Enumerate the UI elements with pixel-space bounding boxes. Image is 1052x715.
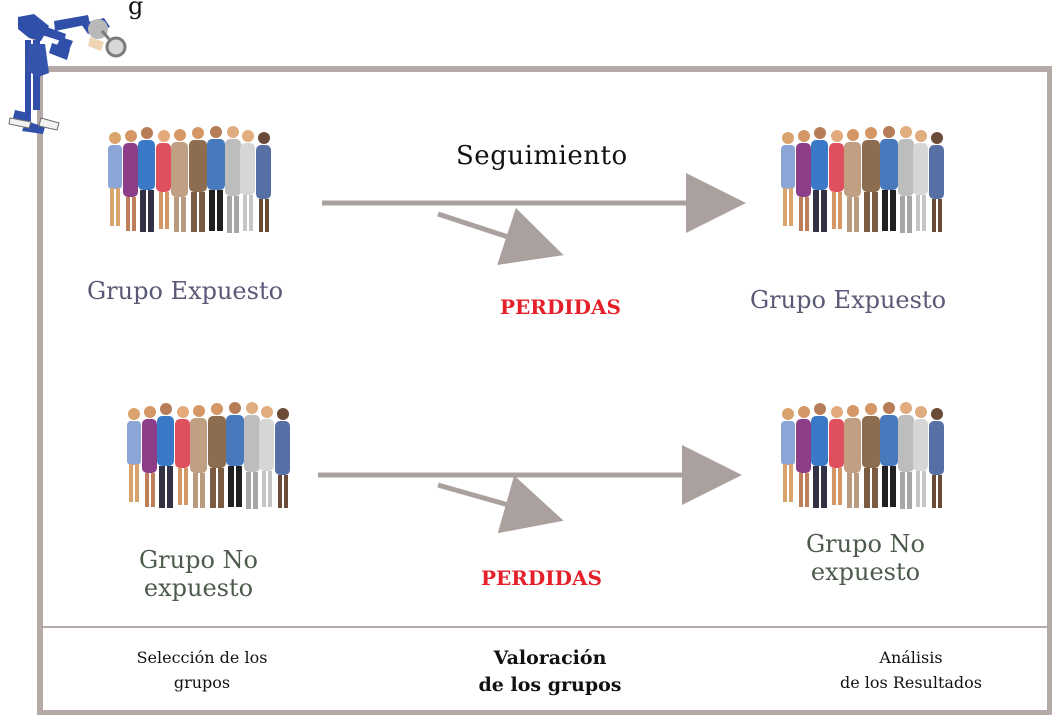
valuation-footer-line-1: Valoración — [493, 647, 607, 669]
bottom-right-group-line-2: expuesto — [810, 557, 921, 586]
selection-footer-line-1: Selección de los — [136, 648, 268, 667]
analysis-footer-line-2: de los Resultados — [839, 672, 983, 692]
top-left-group-label: Grupo Expuesto — [87, 277, 284, 305]
valuation-footer-label: Valoración de los grupos — [460, 645, 640, 698]
crowd-top-right — [781, 126, 944, 233]
top-losses-label: PERDIDAS — [500, 295, 621, 319]
bottom-left-group-line-1: Grupo No — [139, 546, 258, 574]
crowd-top-left — [108, 126, 271, 233]
top-right-group-label: Grupo Expuesto — [750, 286, 947, 314]
top-loss-arrow — [437, 207, 564, 265]
title-fragment: g — [128, 0, 144, 20]
bottom-left-group-label: Grupo No expuesto — [139, 546, 258, 602]
bottom-losses-label: PERDIDAS — [481, 566, 602, 590]
analysis-footer-label: Análisis de los Resultados — [812, 646, 1010, 696]
crowd-bottom-right — [781, 402, 944, 509]
diagram-frame-outer — [37, 66, 1052, 715]
bottom-right-group-label: Grupo No expuesto — [806, 530, 925, 586]
selection-footer-line-2: grupos — [173, 672, 231, 692]
crowd-bottom-left — [127, 402, 290, 509]
bottom-right-group-line-1: Grupo No — [806, 530, 925, 558]
valuation-footer-line-2: de los grupos — [478, 673, 622, 696]
bottom-loss-arrow — [437, 475, 564, 534]
selection-footer-label: Selección de los grupos — [117, 646, 287, 696]
detective-icon — [8, 14, 127, 134]
seguimiento-label: Seguimiento — [456, 141, 628, 171]
bottom-left-group-line-2: expuesto — [143, 573, 254, 602]
analysis-footer-line-1: Análisis — [879, 648, 943, 667]
